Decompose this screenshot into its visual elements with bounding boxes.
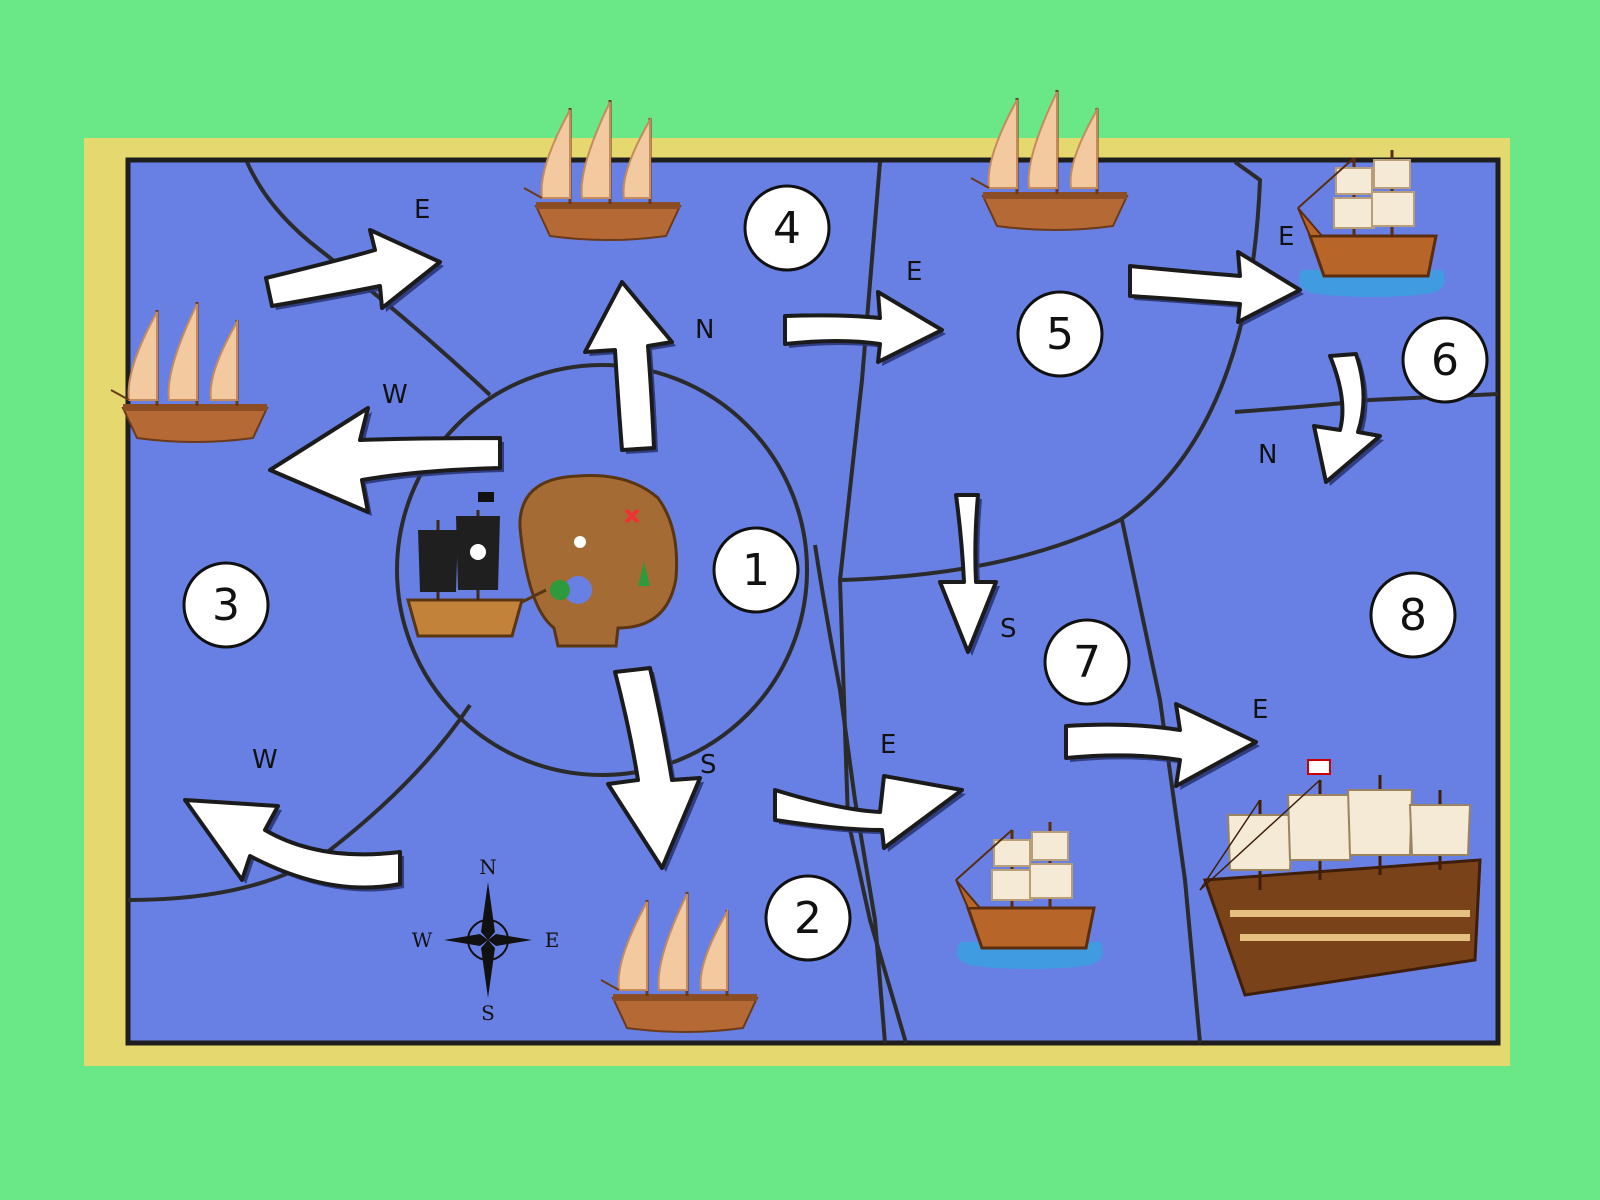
arrow-east-from-7[interactable]: E (1064, 695, 1268, 790)
space-badges: 1 2 3 4 5 6 7 8 (182, 184, 1489, 962)
arrow-label: E (1278, 222, 1294, 252)
compass-rose-icon: N S E W (412, 855, 560, 1025)
arrow-east-to-6[interactable]: E (1128, 222, 1304, 326)
compass-east-label: E (545, 928, 560, 952)
region-boundaries (127, 160, 1499, 1044)
arrow-label: W (382, 380, 408, 410)
arrow-label: W (252, 745, 278, 775)
arrow-west-lower[interactable]: W (183, 745, 404, 892)
space-number: 3 (212, 580, 240, 631)
compass-south-label: S (481, 1001, 495, 1025)
pirate-ship-icon (406, 492, 547, 638)
arrow-east-to-5[interactable]: E (783, 257, 946, 366)
center-ring (395, 363, 809, 777)
warship-icon (1199, 759, 1482, 997)
arrow-east-from-2[interactable]: E (773, 730, 966, 852)
treasure-island-icon (518, 474, 679, 648)
space-number: 5 (1046, 309, 1074, 360)
space-number: 6 (1431, 335, 1459, 386)
space-7[interactable]: 7 (1043, 618, 1131, 706)
arrow-north-center[interactable]: N (583, 280, 714, 454)
arrow-label: S (700, 750, 717, 780)
arrow-south-from-5[interactable]: S (938, 493, 1017, 656)
space-number: 2 (794, 893, 822, 944)
space-number: 7 (1073, 637, 1101, 688)
space-number: 4 (773, 203, 801, 254)
space-1[interactable]: 1 (712, 526, 800, 614)
arrow-label: E (880, 730, 896, 760)
space-3[interactable]: 3 (182, 561, 270, 649)
space-number: 8 (1399, 590, 1427, 641)
space-number: 1 (742, 545, 770, 596)
space-5[interactable]: 5 (1016, 290, 1104, 378)
space-4[interactable]: 4 (743, 184, 831, 272)
space-2[interactable]: 2 (764, 874, 852, 962)
arrow-south-center[interactable]: S (606, 666, 717, 872)
arrow-label: E (906, 257, 922, 287)
compass-north-label: N (479, 855, 497, 879)
arrow-label: N (1258, 440, 1277, 470)
space-8[interactable]: 8 (1369, 571, 1457, 659)
arrow-north-near-6[interactable]: N (1258, 352, 1384, 486)
arrow-west-upper[interactable]: W (268, 380, 504, 516)
arrow-label: N (695, 315, 714, 345)
arrow-label: E (414, 195, 430, 225)
arrow-east-top-left[interactable]: E (264, 195, 444, 312)
compass-west-label: W (412, 928, 433, 952)
arrows: E W N S W E (183, 195, 1384, 892)
space-6[interactable]: 6 (1401, 316, 1489, 404)
arrow-label: S (1000, 614, 1017, 644)
arrow-label: E (1252, 695, 1268, 725)
